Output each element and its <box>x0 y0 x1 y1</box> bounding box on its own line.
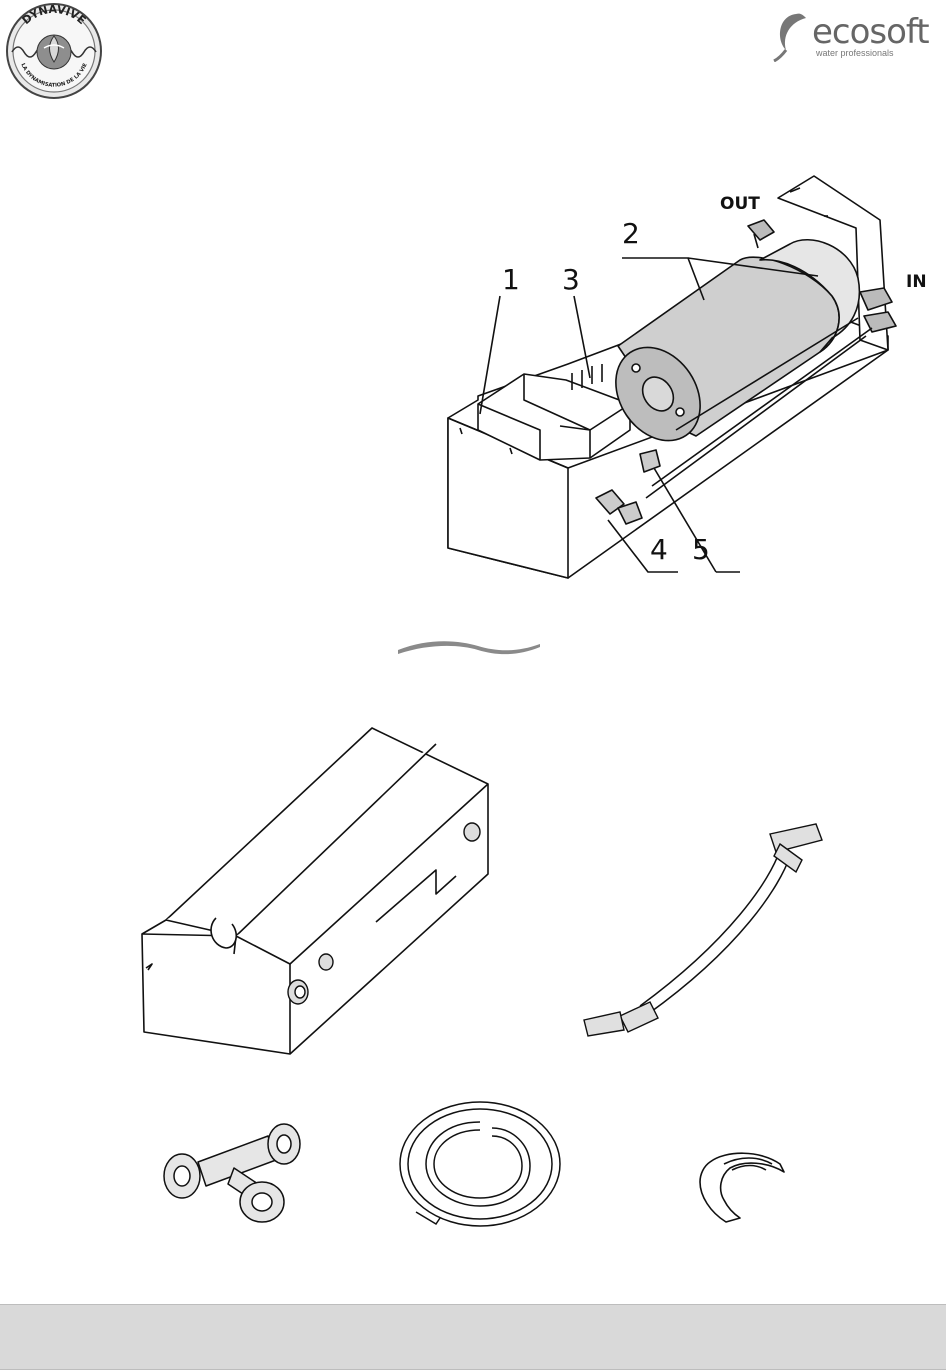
in-port-label: IN <box>906 274 927 291</box>
callout-4: 4 <box>650 536 668 564</box>
tee-fitting-drawing-icon <box>158 1116 308 1228</box>
water-filter-assembly-drawing-icon <box>440 168 920 584</box>
callout-1: 1 <box>502 266 520 294</box>
ecosoft-wordmark: ecosoft <box>812 12 929 52</box>
callout-3: 3 <box>562 266 580 294</box>
dynavive-seal-logo-icon: DYNAVIVE LA DYNAMISATION DE LA VIE <box>2 2 106 100</box>
callout-2: 2 <box>622 220 640 248</box>
callout-5: 5 <box>692 536 710 564</box>
housing-cover-drawing-icon <box>136 724 496 1064</box>
gray-swoosh-divider-icon <box>398 636 540 660</box>
locking-clip-drawing-icon <box>690 1148 790 1224</box>
tubing-coil-drawing-icon <box>396 1098 564 1230</box>
ecosoft-tagline: water professionals <box>816 48 894 58</box>
connection-tube-drawing-icon <box>580 820 840 1040</box>
footer-bar <box>0 1304 946 1370</box>
out-port-label: OUT <box>720 196 760 213</box>
